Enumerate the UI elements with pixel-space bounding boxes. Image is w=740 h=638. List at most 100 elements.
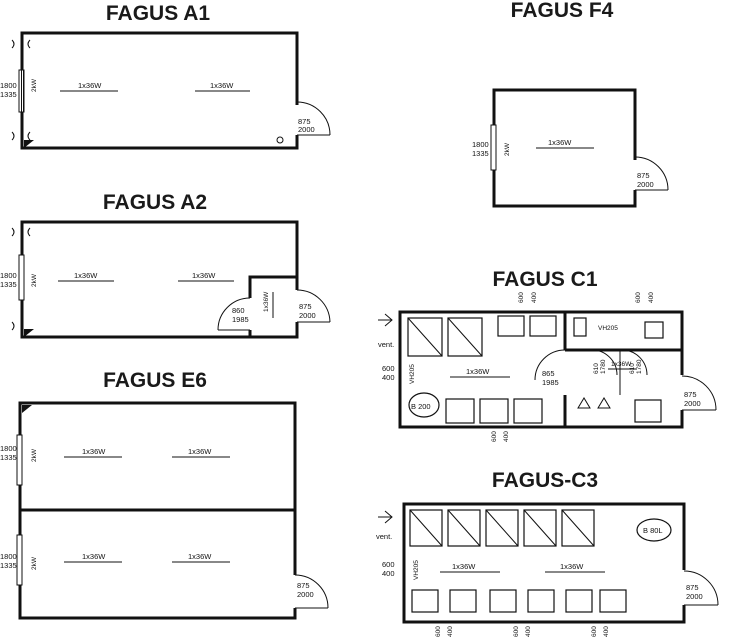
window-height-label: 400 [531, 292, 538, 303]
window-height-label: 1335 [0, 280, 17, 289]
door-width-label: 865 [542, 369, 555, 378]
title-fagus-a1: FAGUS A1 [106, 2, 211, 25]
heater-label: VH205 [598, 325, 618, 332]
door-width-label: 875 [298, 117, 311, 126]
window-width-label: 600 [635, 292, 642, 303]
title-fagus-c1: FAGUS C1 [492, 268, 597, 291]
boiler-label: B 200 [411, 402, 431, 411]
lamp-label: 1x36W [78, 81, 102, 90]
washbasin [479, 398, 509, 424]
door-width-label: 875 [684, 390, 697, 399]
window-width-label: 600 [382, 364, 395, 373]
window-width-label: 1800 [0, 271, 17, 280]
window [16, 434, 23, 486]
lamp-label: 1x36W [210, 81, 234, 90]
inner-door-width-label: 610 [593, 363, 600, 374]
vent-label: vent. [378, 340, 394, 349]
window-height-label: 1335 [0, 453, 17, 462]
window-width-label: 1800 [472, 140, 489, 149]
window-height-label: 400 [525, 626, 532, 637]
washbasin [445, 398, 475, 424]
window-width-label: 1800 [0, 81, 17, 90]
door-swing [296, 101, 331, 136]
window-width-label: 1800 [0, 552, 17, 561]
outer-walls [20, 220, 299, 339]
title-fagus-e6: FAGUS E6 [103, 369, 207, 392]
outer-walls [402, 502, 686, 624]
boiler [636, 518, 672, 542]
washbasin [634, 399, 662, 423]
door-swing [296, 289, 331, 323]
vent-label: vent. [376, 532, 392, 541]
outer-walls [398, 310, 684, 429]
door-width-label: 875 [686, 583, 699, 592]
lamp-label: 1x36W [452, 562, 476, 571]
window-width-label: 600 [435, 626, 442, 637]
inner-door-height-label: 1985 [232, 315, 249, 324]
boiler [408, 392, 440, 418]
window-height-label: 400 [447, 626, 454, 637]
lamp-label: 1x36W [466, 367, 490, 376]
window [16, 534, 23, 586]
heater-label: 2kW [504, 142, 511, 156]
door-swing [294, 574, 329, 609]
window-height-label: 400 [603, 626, 610, 637]
door-height-label: 2000 [637, 180, 654, 189]
inner-door-height-label: 1780 [600, 359, 607, 374]
window-width-label: 600 [513, 626, 520, 637]
lamp-label: 1x36W [82, 447, 106, 456]
door-width-label: 875 [299, 302, 312, 311]
washbasin [599, 589, 627, 613]
plan-fagus-c3: FAGUS-C3 B 80L 1x36W 1x36W VH205 vent. 6… [376, 469, 719, 637]
lamp-label: 1x36W [188, 447, 212, 456]
heater-label: 2kW [31, 273, 38, 287]
door-swing [683, 570, 719, 606]
plan-fagus-e6: FAGUS E6 1x36W 1x36W 1x36W 1x36W 1800 13… [0, 369, 329, 620]
plan-fagus-a2: FAGUS A2 1x36W 1x36W 1x36W 1800 1335 2kW… [0, 191, 331, 339]
window-height-label: 400 [503, 431, 510, 442]
title-fagus-f4: FAGUS F4 [511, 0, 614, 22]
washbasin [527, 589, 555, 613]
urinal [529, 315, 557, 337]
window-height-label: 1335 [472, 149, 489, 158]
door-height-label: 2000 [297, 590, 314, 599]
window-width-label: 600 [591, 626, 598, 637]
title-fagus-a2: FAGUS A2 [103, 191, 207, 214]
heater-label: VH205 [413, 560, 420, 580]
inner-door-width-label: 860 [232, 306, 245, 315]
plan-fagus-f4: FAGUS F4 1x36W 1800 1335 2kW 875 2000 [472, 0, 669, 208]
door-swing [634, 156, 669, 191]
door-height-label: 1985 [542, 378, 559, 387]
door-swing [681, 375, 717, 411]
inner-door-swing [217, 297, 251, 331]
window-height-label: 400 [382, 569, 395, 578]
lamp-label: 1x36W [548, 138, 572, 147]
window-width-label: 600 [518, 292, 525, 303]
door-height-label: 2000 [299, 311, 316, 320]
door-height-label: 2000 [686, 592, 703, 601]
washbasin [489, 589, 517, 613]
door-height-label: 2000 [684, 399, 701, 408]
washbasin [449, 589, 477, 613]
inner-door-height-label: 1780 [636, 359, 643, 374]
window [18, 254, 25, 301]
toilet [644, 321, 664, 339]
lamp-label: 1x36W [82, 552, 106, 561]
lamp-label: 1x36W [263, 291, 270, 312]
washbasin [513, 398, 543, 424]
lamp-label: 1x36W [192, 271, 216, 280]
inner-door-swing [534, 349, 566, 381]
washbasin [411, 589, 439, 613]
plan-fagus-a1: FAGUS A1 1x36W 1x36W 1800 1335 2kW 875 2… [0, 2, 331, 150]
washbasin [565, 589, 593, 613]
lamp-label: 1x36W [560, 562, 584, 571]
urinal [497, 315, 525, 337]
lamp-label: 1x36W [74, 271, 98, 280]
plan-fagus-c1: FAGUS C1 B 200 1x36W 1x36W VH205 VH205 v… [378, 268, 717, 442]
window-height-label: 400 [648, 292, 655, 303]
lamp-label: 1x36W [188, 552, 212, 561]
sink [573, 317, 587, 337]
door-width-label: 875 [297, 581, 310, 590]
window [490, 124, 497, 171]
